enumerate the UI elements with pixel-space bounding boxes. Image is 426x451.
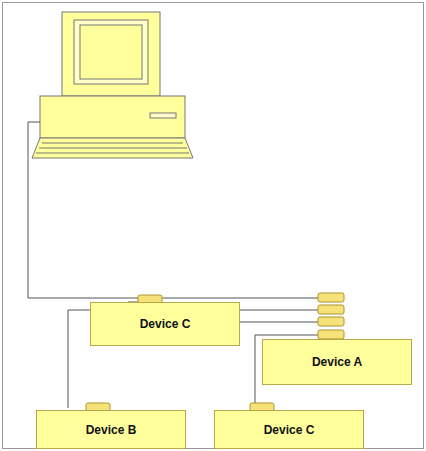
monitor	[62, 12, 160, 96]
hub-port	[318, 305, 344, 314]
keyboard-rows	[36, 143, 189, 153]
keyboard	[32, 138, 193, 158]
device-label: Device A	[312, 355, 362, 369]
screen	[80, 25, 142, 79]
device-label: Device C	[264, 423, 315, 437]
screen-bezel	[74, 20, 148, 84]
device-box: Device B	[36, 410, 186, 449]
hub-port	[318, 293, 344, 302]
hub-port	[318, 330, 344, 339]
hub-port	[318, 317, 344, 326]
device-label: Device B	[86, 423, 137, 437]
connector-hub	[318, 293, 344, 339]
computer-cable	[28, 122, 318, 298]
computer-illustration	[32, 12, 193, 158]
frame	[3, 3, 424, 449]
device-box: Device C	[90, 302, 240, 346]
device-box: Device C	[214, 410, 364, 449]
device-box: Device A	[262, 339, 412, 385]
drive-slot	[150, 113, 176, 118]
system-unit	[40, 96, 185, 138]
device-label: Device C	[140, 317, 191, 331]
